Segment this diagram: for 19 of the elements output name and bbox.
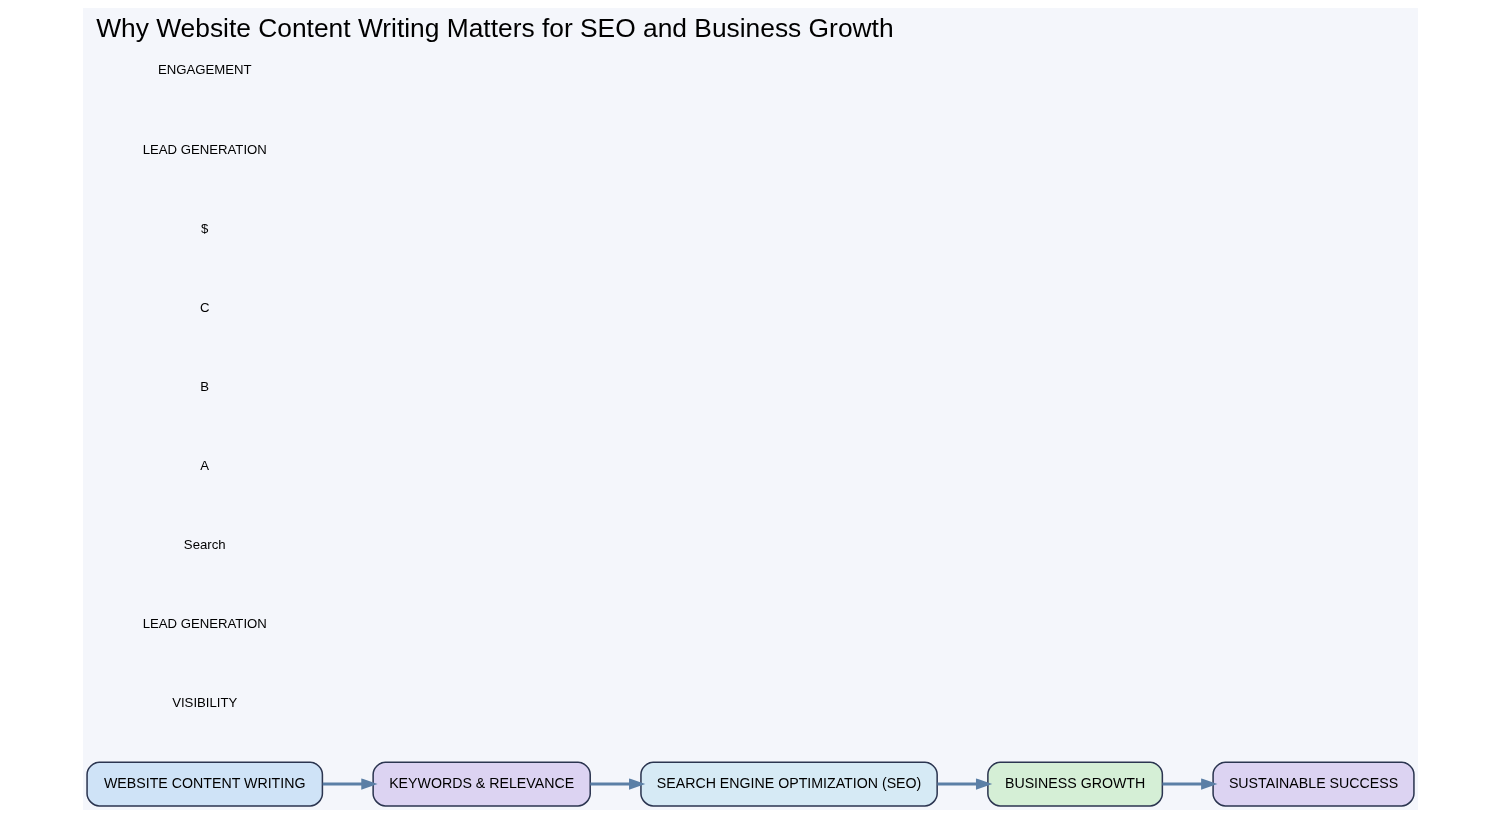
label: A — [199, 458, 209, 474]
diagram-title: Why Website Content Writing Matters for SEO and Business Growth — [95, 13, 894, 44]
node-box: WEBSITE CONTENT WRITING — [85, 761, 323, 807]
label: Search — [183, 537, 226, 553]
arrow — [589, 778, 645, 790]
arrow — [1161, 778, 1217, 790]
arrow — [322, 778, 378, 790]
node-box: KEYWORDS & RELEVANCE — [371, 761, 591, 807]
label: ENGAGEMENT — [157, 62, 252, 78]
node-box: SUSTAINABLE SUCCESS — [1211, 761, 1415, 807]
label: C — [199, 299, 209, 315]
label: LEAD GENERATION — [142, 616, 267, 632]
label: B — [199, 378, 209, 394]
node-box: BUSINESS GROWTH — [986, 761, 1163, 807]
arrow — [937, 778, 992, 790]
label: $ — [200, 220, 208, 236]
label: VISIBILITY — [171, 695, 237, 711]
label: LEAD GENERATION — [142, 141, 267, 157]
node-box: SEARCH ENGINE OPTIMIZATION (SEO) — [639, 761, 938, 807]
